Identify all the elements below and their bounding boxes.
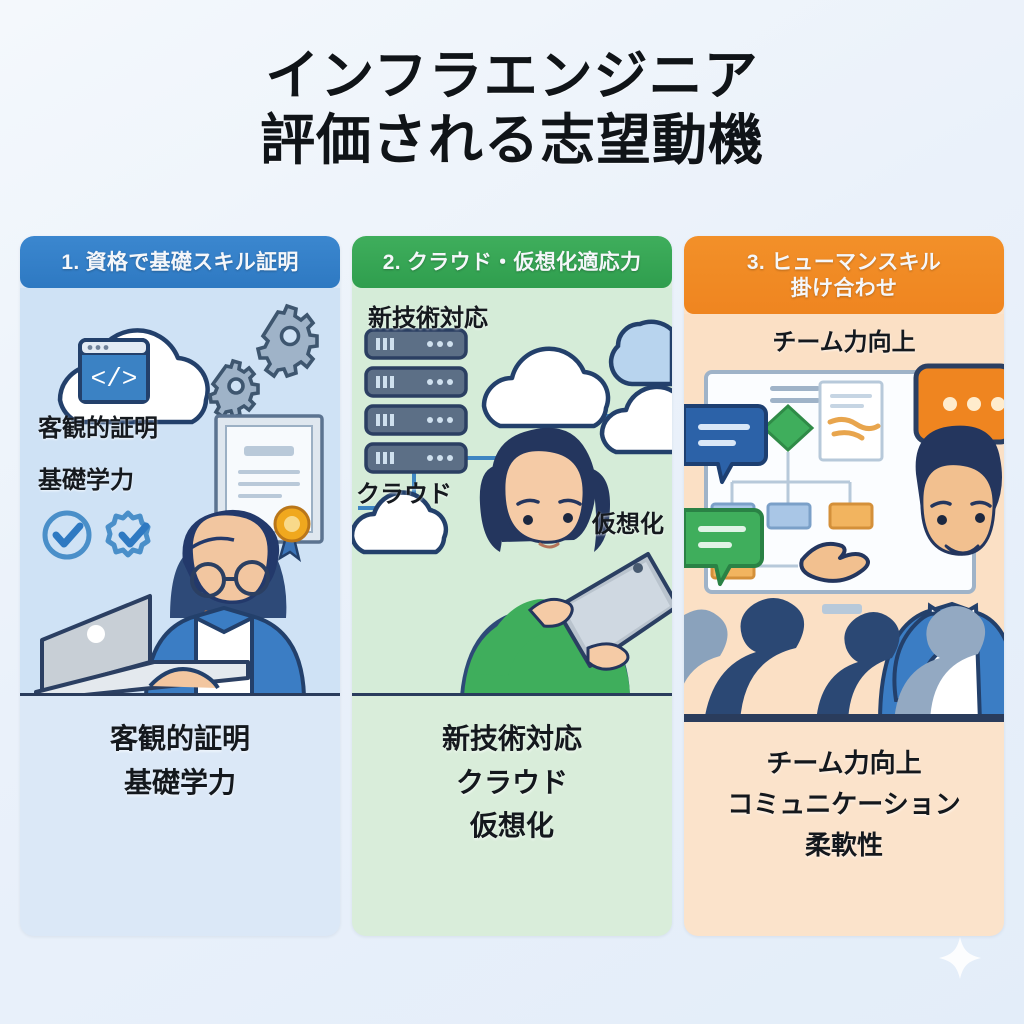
code-window-icon: </>	[78, 338, 150, 405]
column-2-stage-label-1: 新技術対応	[368, 305, 488, 333]
column-3-illustration: チーム力向上	[684, 314, 1004, 723]
title-line-1: インフラエンジニア	[265, 46, 759, 106]
column-3-stage-label-1: チーム力向上	[772, 329, 916, 357]
column-2-stage-label-2: クラウド	[356, 481, 452, 509]
gear-icon	[208, 303, 319, 420]
cloud-icon	[352, 319, 672, 555]
flowchart-icon	[710, 380, 884, 580]
column-3-artwork	[684, 314, 1004, 723]
check-badge-icon	[42, 510, 151, 560]
column-1-caption-2: 基礎学力	[123, 766, 236, 798]
column-1-captions: 客観的証明 基礎学力	[20, 696, 340, 936]
person-with-glasses-icon	[34, 509, 307, 697]
column-3-caption-3: 柔軟性	[804, 830, 883, 861]
column-1-artwork: </>	[20, 288, 340, 697]
column-human-skills: 3. ヒューマンスキル 掛け合わせ	[684, 236, 1004, 936]
column-1-divider	[20, 693, 340, 697]
column-2-divider	[352, 693, 672, 697]
column-1-stage-label-1: 客観的証明	[38, 415, 158, 443]
column-2-captions: 新技術対応 クラウド 仮想化	[352, 696, 672, 936]
column-3-caption-1: チーム力向上	[766, 748, 922, 779]
column-1-caption-1: 客観的証明	[109, 723, 250, 755]
column-cloud-virtualization: 2. クラウド・仮想化適応力	[352, 236, 672, 936]
column-2-stage-label-3: 仮想化	[592, 511, 664, 539]
award-ribbon-icon	[273, 505, 311, 563]
column-3-caption-2: コミュニケーション	[727, 789, 961, 820]
audience-silhouette-icon	[684, 598, 1004, 723]
column-2-header: 2. クラウド・仮想化適応力	[352, 236, 672, 289]
sparkle-icon	[939, 937, 981, 979]
column-1-header-line-1: 1. 資格で基礎スキル証明	[61, 251, 299, 274]
svg-text:</>: </>	[91, 364, 138, 394]
column-2-caption-3: 仮想化	[469, 810, 554, 842]
page-title: インフラエンジニア 評価される志望動機	[0, 46, 1024, 172]
column-2-illustration: 新技術対応 クラウド 仮想化	[352, 288, 672, 697]
column-2-caption-2: クラウド	[455, 766, 568, 798]
column-3-captions: チーム力向上 コミュニケーション 柔軟性	[684, 722, 1004, 936]
column-3-header-line-2: 掛け合わせ	[790, 277, 898, 301]
tablet-icon	[554, 552, 672, 669]
column-1-header: 1. 資格で基礎スキル証明	[20, 236, 340, 289]
column-1-illustration: </>	[20, 288, 340, 697]
column-qualification: 1. 資格で基礎スキル証明 </>	[20, 236, 340, 936]
column-3-header: 3. ヒューマンスキル 掛け合わせ	[684, 236, 1004, 315]
column-3-header-line-1: 3. ヒューマンスキル	[746, 251, 942, 274]
column-3-divider	[684, 719, 1004, 723]
column-2-artwork	[352, 288, 672, 697]
server-rack-icon	[364, 328, 468, 474]
column-2-caption-1: 新技術対応	[441, 723, 582, 755]
columns-container: 1. 資格で基礎スキル証明 </>	[20, 236, 1004, 936]
column-1-stage-label-2: 基礎学力	[38, 467, 134, 495]
title-line-2: 評価される志望動機	[259, 109, 764, 172]
person-with-tablet-icon	[460, 427, 672, 697]
column-2-header-line-1: 2. クラウド・仮想化適応力	[382, 251, 642, 274]
